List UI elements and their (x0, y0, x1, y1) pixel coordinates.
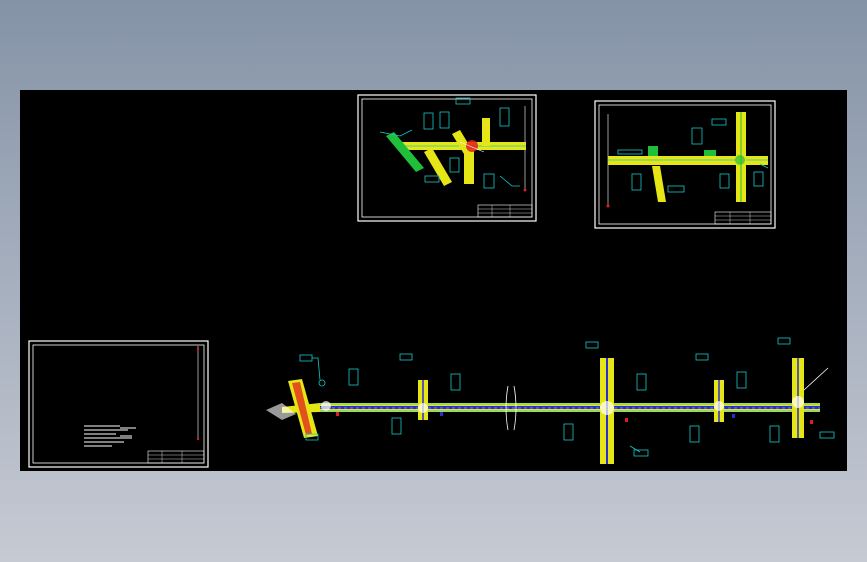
notes-text-block (84, 425, 136, 447)
main-road (282, 403, 820, 413)
sheet-border (594, 100, 776, 229)
sheet-inner-border (32, 344, 205, 464)
sheet-road-overview[interactable] (266, 337, 835, 464)
intersection-d (714, 380, 724, 422)
sheet-notes[interactable] (28, 340, 209, 468)
sheet-border (28, 340, 209, 468)
drawing-canvas[interactable] (20, 90, 847, 471)
title-block (477, 204, 533, 218)
north-marker (606, 204, 610, 208)
callouts (299, 337, 835, 457)
road-network (386, 118, 526, 186)
detail-markers (336, 412, 813, 424)
title-block (147, 450, 205, 464)
road-network (608, 112, 768, 202)
sheet-intersection-plan-1[interactable] (357, 94, 537, 222)
sheet-intersection-plan-2[interactable] (594, 100, 776, 229)
sheet-inner-border (361, 98, 533, 218)
sheet-border (357, 94, 537, 222)
bridge-marker (505, 385, 517, 431)
callouts (379, 97, 520, 189)
north-marker (523, 188, 527, 192)
intersection-e (792, 358, 829, 438)
sheet-inner-border (598, 104, 772, 225)
margin-marker (196, 347, 200, 351)
callouts (617, 118, 769, 193)
intersection-a (266, 379, 331, 438)
intersection-c (600, 358, 614, 464)
intersection-b (418, 380, 428, 420)
title-block (714, 211, 772, 225)
cad-drawing-viewport[interactable] (20, 90, 847, 471)
margin-marker (196, 437, 200, 441)
